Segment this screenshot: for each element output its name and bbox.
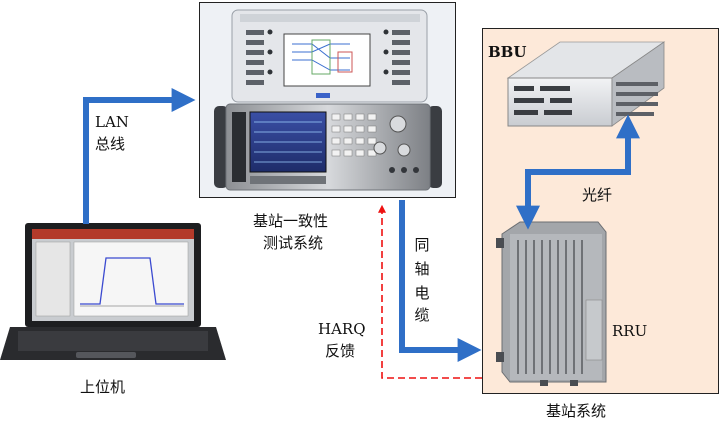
coax-label-char-3: 电 (414, 284, 430, 302)
fiber-arrow (516, 114, 640, 230)
lan-label: LAN (95, 113, 129, 131)
tester-label-line1: 基站一致性 (253, 212, 329, 230)
coax-label-char-1: 同 (414, 236, 430, 254)
bbu-label: BBU (488, 43, 527, 61)
coax-cable-arrow (399, 200, 482, 362)
feedback-label: 反馈 (325, 342, 356, 360)
tester-label-line2: 测试系统 (263, 234, 324, 252)
coax-label-char-2: 轴 (414, 260, 430, 278)
host-laptop-illustration (0, 223, 226, 360)
bus-label: 总线 (95, 135, 126, 153)
bbu-illustration (506, 41, 666, 127)
coax-label-char-4: 缆 (414, 306, 430, 324)
harq-feedback-arrow (378, 204, 482, 379)
host-label: 上位机 (80, 378, 126, 396)
harq-label: HARQ (318, 320, 366, 338)
tester-illustration (214, 9, 442, 191)
base-station-system-label: 基站系统 (546, 402, 607, 420)
lan-bus-arrow (83, 88, 196, 224)
fiber-label: 光纤 (582, 186, 613, 204)
rru-illustration (496, 221, 607, 386)
rru-label: RRU (612, 322, 648, 340)
